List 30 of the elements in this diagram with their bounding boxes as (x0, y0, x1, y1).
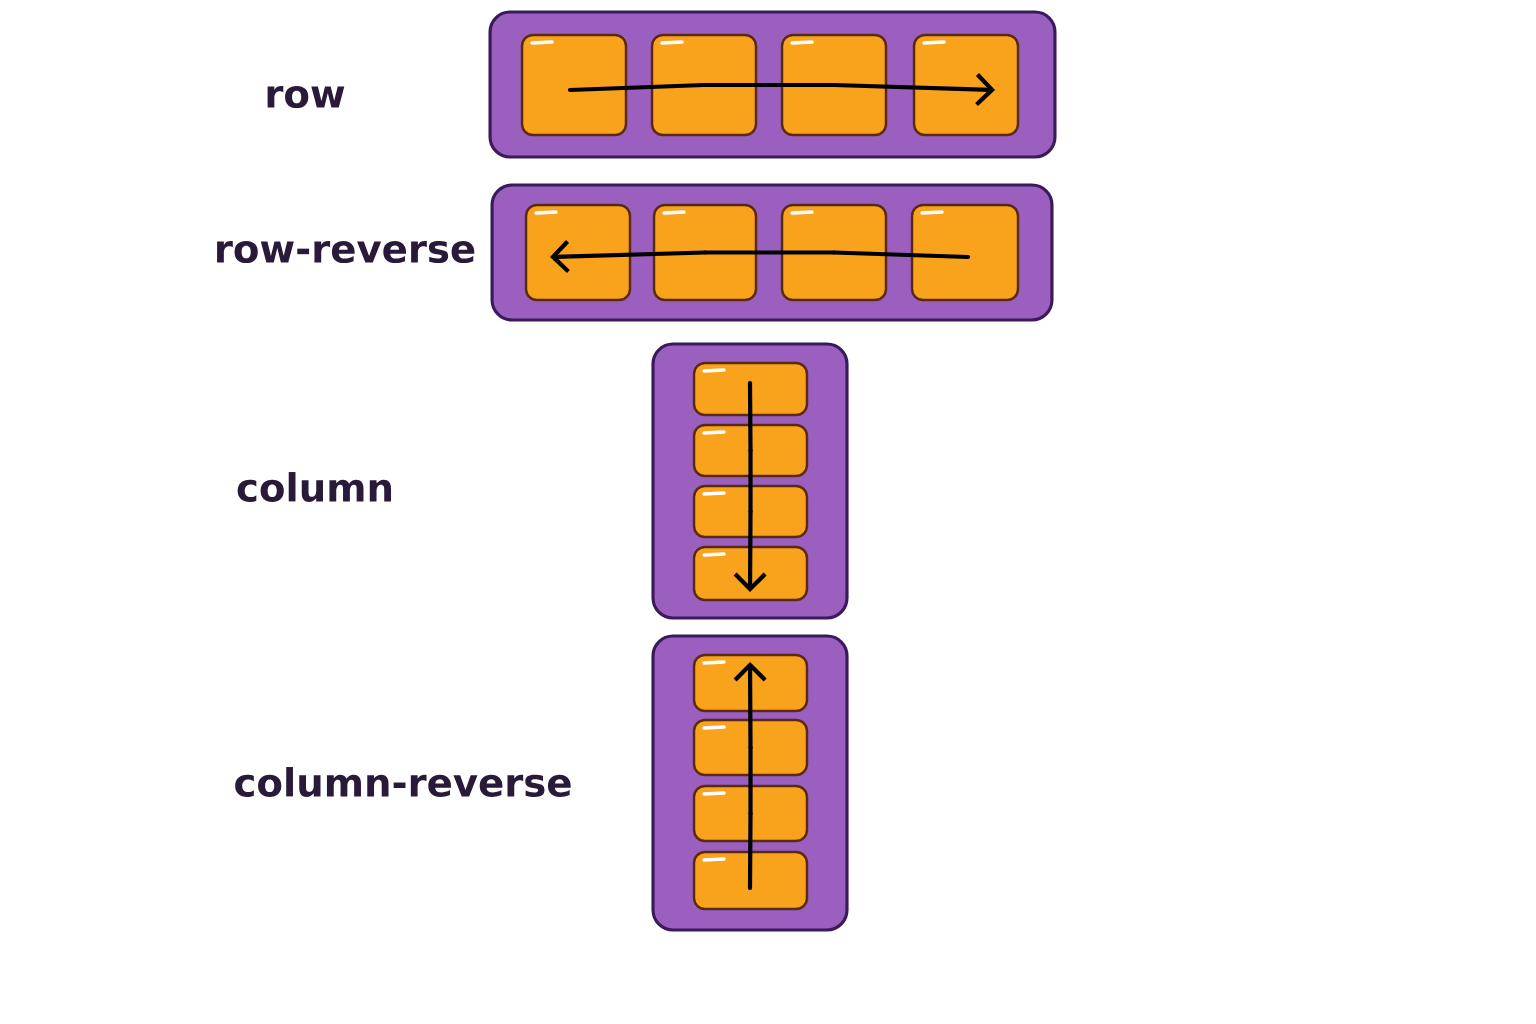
connector-line (748, 745, 753, 816)
connector-line (747, 380, 753, 453)
item-box (692, 653, 809, 713)
item-box (692, 545, 809, 602)
arrow (550, 240, 708, 273)
item-box (692, 718, 809, 777)
connector-line (747, 811, 753, 891)
item-box (780, 33, 888, 137)
connector-line (702, 250, 837, 255)
item-box (692, 484, 809, 539)
item-box (780, 203, 888, 302)
arrow (831, 73, 995, 106)
item-box (692, 423, 809, 478)
arrow (733, 662, 767, 750)
flex-direction-label: column (237, 472, 391, 502)
connector-line (748, 448, 753, 514)
flex-direction-label: column-reverse (235, 767, 571, 797)
flex-direction-label: row (267, 85, 345, 109)
item-box (910, 203, 1020, 302)
arrow (733, 509, 767, 592)
item-box (520, 33, 628, 137)
item-box (692, 784, 809, 843)
item-box (692, 850, 809, 911)
item-box (524, 203, 632, 302)
connector-line (831, 250, 971, 260)
item-box (912, 33, 1020, 137)
flex-direction-label: row-reverse (217, 240, 475, 264)
item-box (692, 361, 809, 417)
item-box (652, 203, 758, 302)
item-box (650, 33, 758, 137)
